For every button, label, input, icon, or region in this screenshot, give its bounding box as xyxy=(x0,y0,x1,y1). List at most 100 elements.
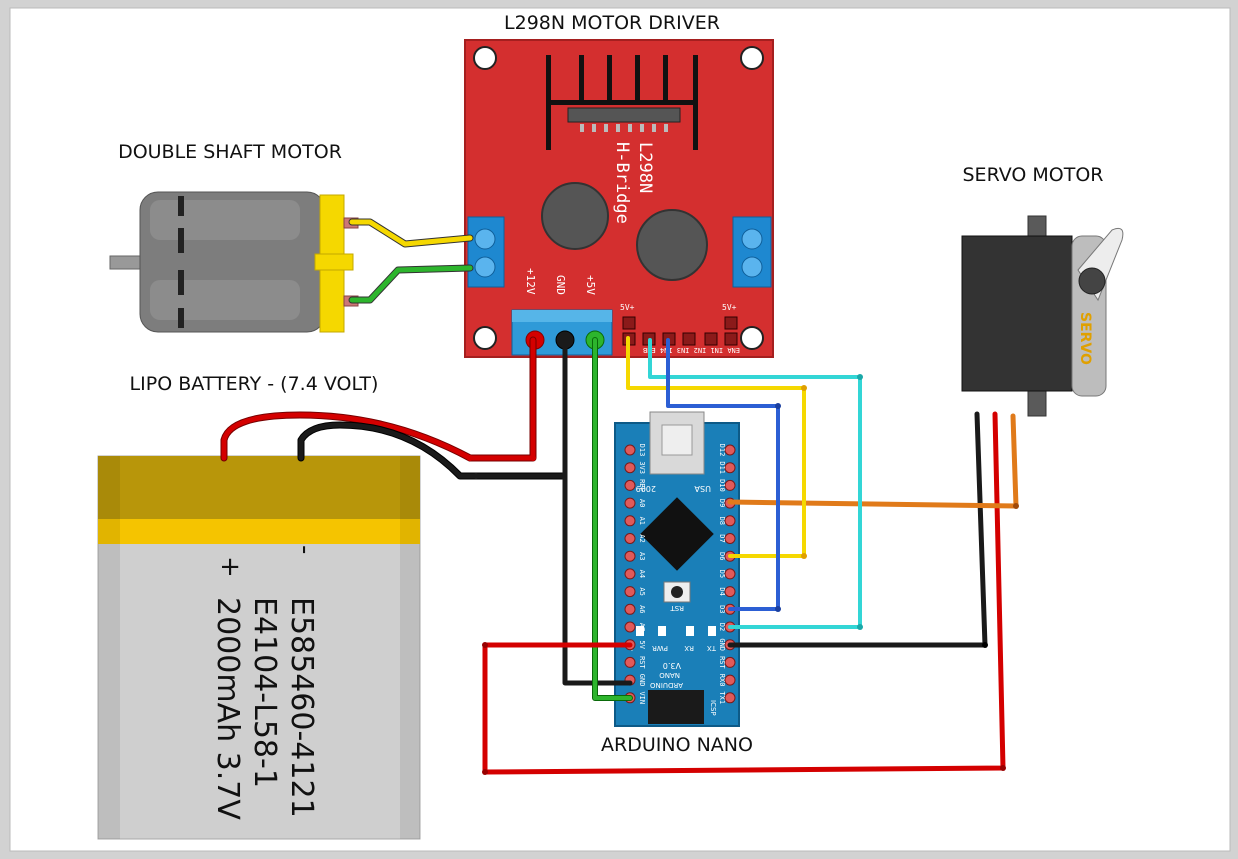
led-rx xyxy=(686,626,694,636)
power-terminal xyxy=(511,309,613,356)
nano-pin xyxy=(724,479,736,491)
battery-minus: - xyxy=(290,545,320,554)
nano-pin-label: D8 xyxy=(718,517,726,525)
nano-pin-label: D11 xyxy=(718,461,726,474)
mount-hole xyxy=(473,326,497,350)
nano-pin-label: 5V xyxy=(638,640,646,649)
l298n-pcb xyxy=(464,39,774,358)
nano-pin xyxy=(624,479,636,491)
nano-rst-label: RST xyxy=(670,604,684,612)
motor-a-terminal xyxy=(467,216,505,288)
dc-motor xyxy=(109,191,359,333)
nano-pin-label: A2 xyxy=(638,534,646,542)
servo-brand: SERVO xyxy=(1077,312,1093,365)
nano-pin-label: A1 xyxy=(638,517,646,525)
chip-label: H-Bridge xyxy=(612,142,632,224)
nano-title: ARDUINO NANO xyxy=(601,734,753,756)
nano-pin-label: A5 xyxy=(638,587,646,595)
motor-body-shade xyxy=(150,200,300,240)
nano-pin xyxy=(724,462,736,474)
reset-button-cap xyxy=(671,586,683,598)
nano-pin xyxy=(624,586,636,598)
mount-hole xyxy=(740,326,764,350)
nano-model: NANO xyxy=(659,671,680,679)
nano-pin xyxy=(724,568,736,580)
motor-slot xyxy=(178,196,184,216)
nano-pin-label: A6 xyxy=(638,605,646,613)
nano-pin-label: D6 xyxy=(718,552,726,560)
battery-line3: 2000mAh 3.7V xyxy=(210,597,245,820)
nano-pin-label: D9 xyxy=(718,499,726,507)
nano-pin xyxy=(624,656,636,668)
motor-b-terminal xyxy=(732,216,772,288)
nano-pin xyxy=(624,444,636,456)
nano-pin-label: 3V3 xyxy=(638,461,646,474)
nano-pin xyxy=(724,656,736,668)
battery-plus: + xyxy=(215,556,245,578)
nano-pin-label: D12 xyxy=(718,444,726,457)
mcu-chip xyxy=(640,497,714,571)
icsp-header xyxy=(648,690,704,724)
nano-pin-label: D3 xyxy=(718,605,726,613)
chip-label: L298N xyxy=(635,142,655,193)
nano-pin-label: TX1 xyxy=(718,691,726,704)
pin-gnd-label: GND xyxy=(554,275,567,295)
motor-slot xyxy=(178,308,184,328)
battery-line2: E4104-L58-1 xyxy=(247,597,282,788)
usb-port xyxy=(661,424,693,456)
nano-pin xyxy=(624,462,636,474)
mount-hole xyxy=(740,46,764,70)
led-rx-label: RX xyxy=(684,644,694,652)
pin-5v-right-label: 5V+ xyxy=(722,303,737,312)
servo-body xyxy=(961,235,1073,392)
capacitor xyxy=(541,182,609,250)
battery-side-shadow xyxy=(98,456,120,839)
nano-pin xyxy=(724,674,736,686)
nano-pin xyxy=(624,515,636,527)
nano-pin xyxy=(624,603,636,615)
nano-pin-label: D5 xyxy=(718,570,726,578)
nano-pin-label: D7 xyxy=(718,534,726,542)
arduino-nano: ARDUINO NANO V3.0 2009 USA RST L PWR RX … xyxy=(614,411,740,727)
l298n-board: L298N H-Bridge +12V GND +5V 5V+ 5V+ xyxy=(464,39,774,358)
battery-cap-gold xyxy=(98,456,420,519)
wire-joints xyxy=(467,374,1019,775)
icsp-label: ICSP xyxy=(709,700,717,716)
nano-pin xyxy=(624,621,636,633)
led-pwr xyxy=(658,626,666,636)
nano-version: V3.0 xyxy=(663,661,681,670)
battery-cap-yellow xyxy=(98,519,420,544)
nano-pin-label: REF xyxy=(638,479,646,492)
nano-pin xyxy=(624,568,636,580)
nano-pin-label: GND xyxy=(638,674,646,687)
motor-slot xyxy=(178,270,184,295)
nano-pin-label: A0 xyxy=(638,499,646,507)
heatsink xyxy=(546,55,698,150)
mount-hole xyxy=(473,46,497,70)
motor-slot xyxy=(178,228,184,253)
battery-side-shadow xyxy=(400,456,420,839)
led-tx xyxy=(708,626,716,636)
led-l xyxy=(636,626,644,636)
pin-12v-label: +12V xyxy=(524,268,537,295)
motor-title: DOUBLE SHAFT MOTOR xyxy=(118,141,342,163)
nano-pin-label: D13 xyxy=(638,444,646,457)
nano-pin-label: D10 xyxy=(718,479,726,492)
nano-pin-label: D2 xyxy=(718,623,726,631)
nano-pin xyxy=(724,444,736,456)
nano-pin xyxy=(724,692,736,704)
servo-title: SERVO MOTOR xyxy=(963,164,1104,186)
nano-pin xyxy=(624,533,636,544)
nano-pin-label: RX0 xyxy=(718,674,726,687)
header-pin-labels: ENA IN1 IN2 IN3 IN4 ENB xyxy=(643,346,740,354)
nano-pin-label: VIN xyxy=(638,691,646,704)
motor-endcap-tab xyxy=(314,253,354,271)
pin-5v-label: +5V xyxy=(584,275,597,295)
pin-5v-left-label: 5V+ xyxy=(620,303,635,312)
nano-pin xyxy=(724,586,736,598)
nano-year: 2009 xyxy=(636,484,656,493)
nano-pin-label: A3 xyxy=(638,552,646,560)
nano-pin-label: D4 xyxy=(718,587,726,595)
